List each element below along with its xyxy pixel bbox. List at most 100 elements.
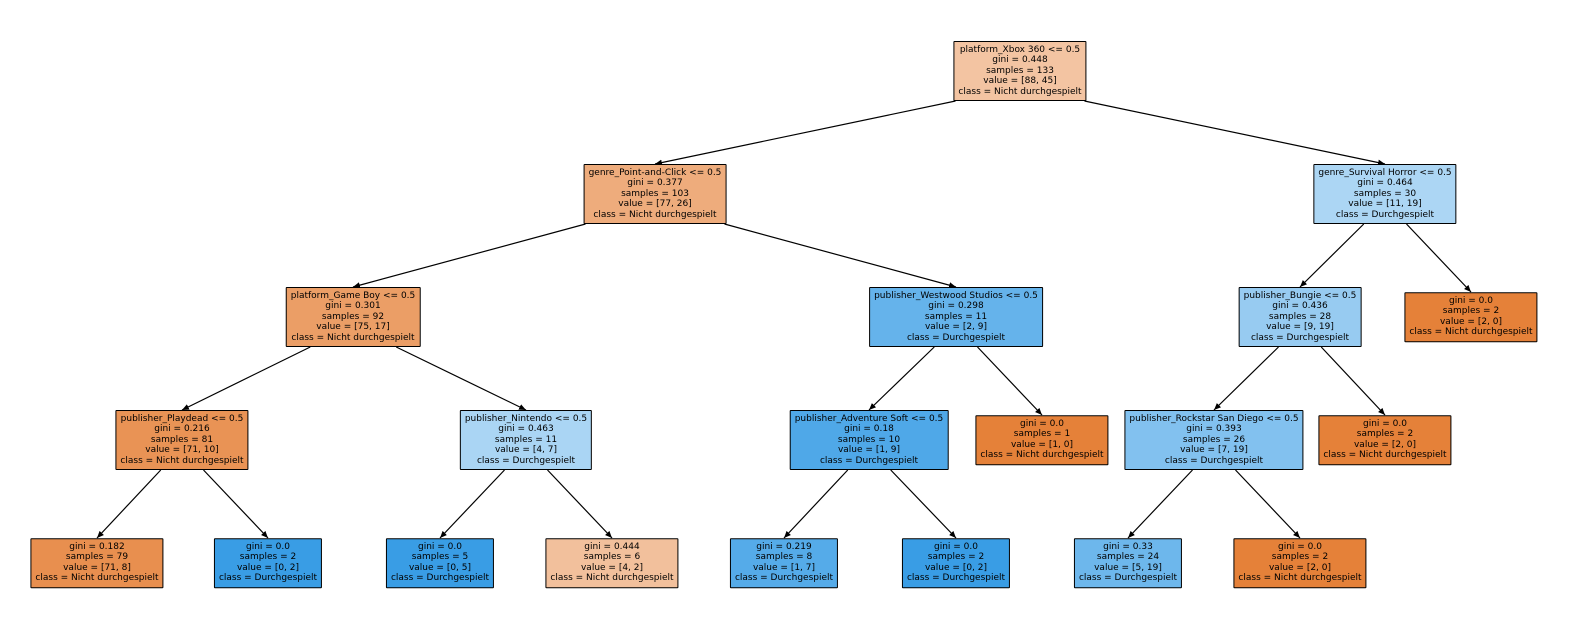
- node-samples-text: samples = 81: [150, 434, 214, 445]
- node-value-text: value = [1, 0]: [1010, 440, 1074, 450]
- node-samples-text: samples = 28: [1268, 311, 1332, 322]
- node-samples-text: samples = 79: [65, 552, 129, 563]
- node-samples-text: samples = 2: [239, 552, 297, 563]
- tree-edge-n2-n6: [395, 346, 527, 411]
- node-gini-text: gini = 0.0: [246, 542, 290, 553]
- node-samples-text: samples = 2: [1271, 552, 1329, 563]
- node-samples-text: samples = 2: [1356, 429, 1414, 440]
- node-split-text: platform_Game Boy <= 0.5: [290, 290, 416, 301]
- tree-edge-n14-n20: [1406, 223, 1472, 293]
- node-class-text: class = Nicht durchgespielt: [1323, 450, 1447, 461]
- tree-edge-n10-n12: [890, 469, 957, 539]
- node-value-text: value = [9, 19]: [1266, 322, 1334, 333]
- node-class-text: class = Durchgespielt: [1164, 455, 1264, 466]
- node-split-text: publisher_Bungie <= 0.5: [1243, 290, 1357, 301]
- node-gini-text: gini = 0.463: [498, 424, 554, 435]
- node-class-text: class = Durchgespielt: [1335, 209, 1435, 220]
- node-class-text: class = Durchgespielt: [1078, 573, 1178, 584]
- tree-edge-n0-n1: [654, 100, 956, 166]
- tree-edge-n3-n5: [203, 469, 269, 539]
- node-value-text: value = [7, 19]: [1180, 445, 1248, 456]
- tree-edge-n6-n8: [547, 469, 613, 539]
- node-samples-text: samples = 30: [1353, 188, 1417, 199]
- tree-edge-n15-n16: [1213, 346, 1279, 411]
- node-class-text: class = Durchgespielt: [819, 455, 919, 466]
- node-class-text: class = Nicht durchgespielt: [958, 86, 1082, 97]
- node-value-text: value = [11, 19]: [1348, 199, 1422, 210]
- node-samples-text: samples = 8: [755, 552, 813, 563]
- node-samples-text: samples = 11: [924, 311, 988, 322]
- node-class-text: class = Nicht durchgespielt: [120, 455, 244, 466]
- node-gini-text: gini = 0.0: [1277, 542, 1322, 553]
- node-value-text: value = [71, 10]: [145, 445, 219, 456]
- node-split-text: platform_Xbox 360 <= 0.5: [959, 44, 1081, 55]
- node-split-text: publisher_Playdead <= 0.5: [120, 413, 244, 424]
- node-gini-text: gini = 0.377: [627, 178, 683, 189]
- node-split-text: genre_Point-and-Click <= 0.5: [588, 167, 722, 178]
- node-class-text: class = Nicht durchgespielt: [291, 332, 415, 343]
- node-value-text: value = [71, 8]: [63, 563, 131, 573]
- node-class-text: class = Durchgespielt: [734, 573, 834, 584]
- node-samples-text: samples = 10: [837, 434, 901, 445]
- node-gini-text: gini = 0.0: [418, 542, 462, 553]
- node-split-text: publisher_Westwood Studios <= 0.5: [874, 290, 1038, 301]
- node-samples-text: samples = 103: [621, 188, 689, 199]
- node-value-text: value = [0, 5]: [408, 563, 472, 573]
- node-gini-text: gini = 0.464: [1357, 178, 1413, 189]
- node-value-text: value = [2, 0]: [1268, 563, 1332, 573]
- node-gini-text: gini = 0.18: [844, 424, 894, 435]
- node-split-text: genre_Survival Horror <= 0.5: [1318, 167, 1452, 178]
- node-split-text: publisher_Rockstar San Diego <= 0.5: [1129, 413, 1299, 424]
- tree-edge-n9-n10: [868, 346, 935, 411]
- node-class-text: class = Durchgespielt: [1250, 332, 1350, 343]
- node-value-text: value = [5, 19]: [1094, 563, 1162, 573]
- tree-edge-n1-n9: [724, 223, 957, 289]
- tree-edge-n0-n14: [1084, 100, 1386, 166]
- node-gini-text: gini = 0.33: [1103, 542, 1153, 553]
- node-value-text: value = [77, 26]: [618, 199, 692, 210]
- node-value-text: value = [4, 7]: [494, 445, 558, 456]
- tree-edge-n14-n15: [1299, 223, 1365, 288]
- node-gini-text: gini = 0.0: [1362, 419, 1407, 430]
- node-class-text: class = Durchgespielt: [476, 455, 576, 466]
- node-gini-text: gini = 0.444: [584, 542, 640, 553]
- tree-edge-n10-n11: [783, 469, 849, 539]
- node-gini-text: gini = 0.219: [756, 542, 812, 553]
- node-class-text: class = Nicht durchgespielt: [35, 573, 159, 584]
- tree-edge-n6-n7: [439, 469, 505, 539]
- node-samples-text: samples = 26: [1182, 434, 1246, 445]
- node-split-text: publisher_Adventure Soft <= 0.5: [794, 413, 944, 424]
- node-value-text: value = [0, 2]: [236, 563, 300, 573]
- node-value-text: value = [4, 2]: [580, 563, 644, 573]
- node-gini-text: gini = 0.301: [325, 301, 381, 312]
- node-class-text: class = Nicht durchgespielt: [593, 209, 717, 220]
- node-class-text: class = Durchgespielt: [218, 573, 318, 584]
- node-gini-text: gini = 0.436: [1272, 301, 1328, 312]
- node-value-text: value = [0, 2]: [924, 563, 988, 573]
- node-samples-text: samples = 92: [321, 311, 385, 322]
- node-samples-text: samples = 1: [1013, 429, 1071, 440]
- tree-edge-n16-n18: [1235, 469, 1301, 539]
- node-gini-text: gini = 0.182: [69, 542, 125, 553]
- node-gini-text: gini = 0.0: [1019, 419, 1064, 430]
- node-value-text: value = [1, 7]: [752, 563, 816, 573]
